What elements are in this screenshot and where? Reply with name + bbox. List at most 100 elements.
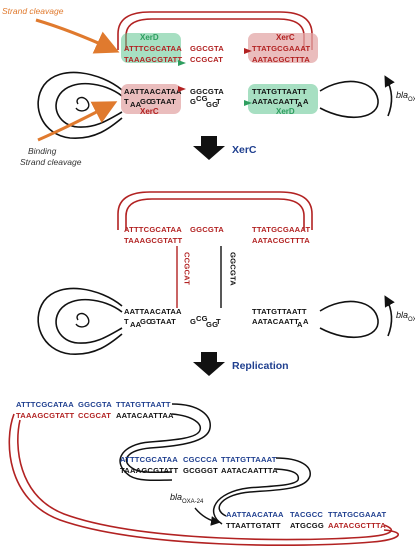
p1-bot-mid-lower-b: CG (196, 94, 208, 103)
panel-2: ATTTCGCATAA GGCGTA TTATGCGAAAT TAAAGCGTA… (37, 191, 415, 355)
cleavage-marker-top-right (244, 48, 252, 54)
p1-bot-right-lower-a: AATACAATT (252, 97, 299, 106)
p2-bot-left-upper: AATTAACATAA (124, 307, 182, 316)
p3-r1-lower-c: AATACAATTAA (116, 411, 174, 420)
p2-vertical-red: CCGCAT (183, 252, 192, 285)
cleavage-marker-bottom-right (244, 100, 252, 106)
cleavage-marker-top-left (178, 60, 186, 66)
p1-bot-mid-lower-c: GG (206, 100, 218, 109)
p3-gene-arrow (194, 507, 221, 526)
p3-r2-lower-a: TAAAGCGTATT (120, 466, 178, 475)
p2-vertical-black: GGCGTA (229, 252, 238, 286)
p2-bot-left-lower-c: GC (140, 317, 152, 326)
xerc-label-bottom: XerC (140, 107, 159, 116)
p1-bot-left-lower-c: GC (140, 97, 152, 106)
p2-left-loop-outer (37, 287, 123, 355)
p2-bot-left-lower-b: AA (130, 320, 142, 329)
p3-r3-lower-a: TTAATTGTATT (226, 521, 281, 530)
orange-arrow-top (35, 18, 120, 54)
xerd-label-top: XerD (140, 33, 159, 42)
p1-bot-left-lower-a: T (124, 97, 129, 106)
p2-top-right-upper: TTATGCGAAAT (252, 225, 310, 234)
p2-top-left-upper: ATTTCGCATAA (124, 225, 182, 234)
p3-red-loop-inner (17, 419, 393, 541)
p1-top-left-lower: TAAAGCGTATT (124, 55, 182, 64)
orange-arrow-bottom (37, 101, 118, 142)
p2-left-loop-inner (55, 298, 123, 344)
xerc-label-top: XerC (276, 33, 295, 42)
p3-r3-lower-b: ATGCGG (290, 521, 324, 530)
p2-bot-mid-lower-a: G (190, 317, 196, 326)
p1-bot-right-lower-b: A (297, 100, 303, 109)
p2-right-arrow (384, 295, 395, 337)
p3-r2-upper-c: TTATGTTAAAT (221, 455, 277, 464)
p2-bot-mid-lower-c: GG (206, 320, 218, 329)
p1-bot-mid-lower-d: T (216, 97, 221, 106)
p1-bot-mid-lower-a: G (190, 97, 196, 106)
p2-bot-mid-lower-d: T (216, 317, 221, 326)
xerc-box-bottom (121, 84, 181, 114)
p3-r2-lower-b: GCGGGT (183, 466, 218, 475)
p2-right-loop (319, 300, 379, 339)
right-arrow (384, 75, 395, 117)
step-arrow-1 (193, 136, 225, 160)
p3-r2-lower-c: AATACAATTTA (221, 466, 278, 475)
p1-bot-mid-upper: GGCGTA (190, 87, 224, 96)
p2-left-loop-core (75, 312, 90, 328)
left-loop-core (75, 96, 90, 112)
p1-top-left-upper: ATTTCGCATAA (124, 44, 182, 53)
p3-connector-2-outer (218, 457, 311, 517)
cleavage-marker-bottom-left (178, 86, 186, 92)
p3-r2-upper-b: CGCCCA (183, 455, 218, 464)
p1-top-right-lower: AATACGCTTTA (252, 55, 310, 64)
p2-bot-mid-lower-b: CG (196, 314, 208, 323)
p3-r1-lower-b: CCGCAT (78, 411, 111, 420)
p2-red-arc-inner (125, 198, 305, 230)
p2-bot-right-upper: TTATGTTAATT (252, 307, 307, 316)
p1-top-mid-upper: GGCGTA (190, 44, 224, 53)
left-loop-outer (37, 71, 123, 139)
step-replication-label: Replication (232, 360, 289, 372)
p3-r1-upper-a: ATTTCGCATAA (16, 400, 74, 409)
gene-label-3: blaOXA-24 (170, 492, 204, 505)
right-loop (319, 80, 379, 119)
xerc-box-top (248, 33, 318, 63)
p2-bot-left-lower-d: GTAAT (150, 317, 176, 326)
step-replication: Replication (193, 352, 289, 376)
xerd-box-top (121, 33, 181, 63)
p3-r2-upper-a: ATTTCGCATAA (120, 455, 178, 464)
p2-bot-left-lower-a: T (124, 317, 129, 326)
p3-r1-lower-a: TAAAGCGTATT (16, 411, 74, 420)
red-arc-inner (125, 18, 305, 50)
p1-bot-left-lower-b: AA (130, 100, 142, 109)
step-arrow-2 (193, 352, 225, 376)
p2-top-mid-upper: GGCGTA (190, 225, 224, 234)
p3-connector-1-inner (119, 413, 202, 482)
gene-label-2: blaOXA-24 (396, 310, 415, 323)
p1-bot-left-lower-d: GTAAT (150, 97, 176, 106)
p3-r1-upper-b: GGCGTA (78, 400, 112, 409)
left-loop-inner (55, 82, 123, 128)
p2-top-right-lower: AATACGCTTTA (252, 236, 310, 245)
p3-red-loop-outer (8, 413, 399, 546)
xerd-label-bottom: XerD (276, 107, 295, 116)
p3-r3-upper-a: AATTAACATAA (226, 510, 284, 519)
p1-top-mid-lower: CCGCAT (190, 55, 223, 64)
p3-r3-upper-c: TTATGCGAAAT (328, 510, 386, 519)
red-arc-outer (117, 11, 313, 50)
p2-bot-right-lower-c: A (303, 317, 309, 326)
p3-r3-lower-c: AATACGCTTTA (328, 521, 386, 530)
strand-cleavage-bottom-label: Strand cleavage (20, 157, 82, 167)
panel-3: ATTTCGCATAA GGCGTA TTATGTTAATT TAAAGCGTA… (8, 400, 399, 546)
p3-connector-2-inner (212, 468, 300, 525)
p1-bot-right-lower-c: A (303, 97, 309, 106)
p2-top-left-lower: TAAAGCGTATT (124, 236, 182, 245)
p1-top-right-upper: TTATGCGAAAT (252, 44, 310, 53)
p2-red-arc-outer (117, 191, 313, 230)
p1-bot-left-upper: AATTAACATAA (124, 87, 182, 96)
panel-1: XerD XerC ATTTCGCATAA GGCGTA TTATGCGAAAT… (2, 6, 415, 167)
binding-label: Binding (28, 146, 57, 156)
xerd-box-bottom (248, 84, 318, 114)
p3-connector-1-outer (125, 403, 211, 474)
